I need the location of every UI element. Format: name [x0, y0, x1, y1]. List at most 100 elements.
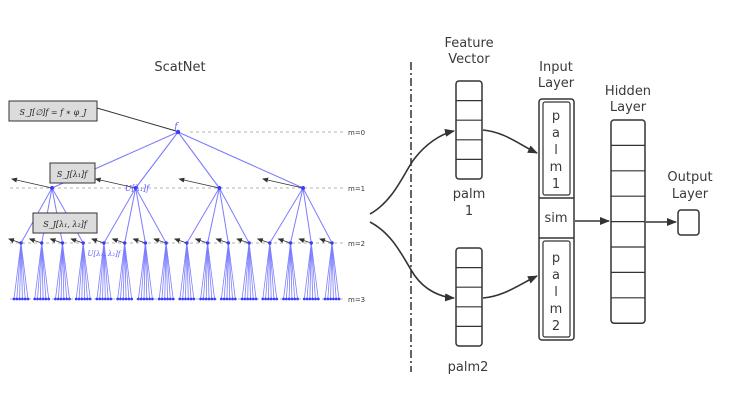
box-frame [32, 212, 98, 234]
tree-edge [248, 242, 251, 300]
tree-node-m2 [143, 241, 148, 245]
tree-node-m3 [106, 297, 110, 301]
tree-node-m3 [65, 297, 69, 301]
tree-node-m2 [60, 241, 65, 245]
output-arrow [8, 238, 22, 244]
input-letter: l [554, 143, 558, 158]
tree-node-m3 [18, 297, 21, 301]
tree-node-m3 [38, 297, 42, 301]
tree-edge [179, 242, 188, 300]
tree-edge [331, 242, 337, 300]
arrow-scatnet-to-palm2 [369, 221, 455, 302]
tree-edge [248, 242, 257, 300]
tree-edge [135, 131, 179, 189]
tree-node-m2 [40, 241, 44, 245]
tree-node-m2 [330, 241, 334, 245]
tree-node-m2 [102, 241, 106, 245]
tree-edge [218, 187, 250, 244]
tree-node-m2 [226, 241, 231, 245]
tree-node-m3 [139, 297, 143, 301]
tree-edge [165, 242, 168, 300]
tree-edge [135, 187, 167, 244]
tree-edge [290, 242, 296, 300]
tree-edge [82, 242, 91, 300]
tree-node-m3 [334, 297, 338, 301]
tree-node-m3 [168, 297, 172, 301]
output-layer-title-line1: Output [667, 170, 712, 185]
tree-edge [138, 242, 146, 300]
box-text: S_J[λ₁, λ₂]f [43, 220, 89, 229]
tree-node-m3 [119, 297, 122, 301]
tree-node-m3 [23, 297, 27, 301]
tree-edge [324, 242, 333, 300]
tree-node-m3 [231, 297, 234, 301]
tree-node-m3 [47, 297, 51, 301]
input-letter: p [552, 109, 560, 124]
output-arrow [28, 238, 42, 244]
tree-edge [145, 242, 153, 300]
tree-edge [103, 242, 109, 300]
network-panel: Feature Vector Input Layer Hidden Layer … [369, 36, 713, 375]
tree-edge [177, 131, 304, 189]
tree-node-m3 [21, 297, 24, 301]
tree-edge [20, 242, 29, 300]
output-arrow [173, 238, 187, 244]
tree-node-m2 [19, 241, 23, 245]
tree-node-m3 [202, 297, 205, 301]
tree-node-m3 [192, 297, 196, 301]
tree-edge [220, 242, 229, 300]
tree-node-m3 [225, 297, 229, 301]
tree-edge [269, 242, 275, 300]
tree-node-m2 [288, 241, 293, 245]
tree-edge [223, 242, 229, 300]
tree-edge [247, 242, 250, 300]
tree-edge [158, 242, 167, 300]
tree-edge [186, 242, 195, 300]
tree-node-m3 [326, 297, 330, 301]
tree-edge [165, 242, 174, 300]
output-arrow [319, 238, 333, 244]
tree-node-m3 [302, 297, 306, 301]
tree-node-m3 [157, 297, 161, 301]
tree-node-m3 [33, 297, 37, 301]
tree-node-m3 [290, 297, 294, 301]
input-sim-label: sim [544, 211, 567, 226]
input-letter: 2 [552, 319, 560, 334]
tree-node-m3 [130, 297, 134, 301]
input-letter: 1 [552, 177, 560, 192]
input-layer: p a l m 1 sim p a l m 2 [538, 98, 575, 341]
tree-edge [82, 242, 85, 300]
tree-node-m3 [166, 297, 169, 301]
tree-node-m3 [243, 297, 247, 301]
tree-edge [124, 187, 137, 244]
box-frame [49, 162, 96, 184]
tree-edge [290, 242, 298, 300]
input-letter: p [552, 251, 560, 266]
tree-edge [207, 242, 215, 300]
output-box-s-phi: S_J[∅]f = f ∗ φ_J [8, 100, 177, 132]
tree-node-m3 [36, 297, 39, 301]
feature-vector-palm2 [455, 247, 483, 347]
tree-edge [244, 242, 250, 300]
tree-node-m3 [41, 297, 45, 301]
tree-node-m3 [127, 297, 131, 301]
tree-node-m3 [26, 297, 30, 301]
tree-edge [177, 131, 220, 189]
tree-node-m3 [219, 297, 223, 301]
feature-vector-palm2-frame [455, 247, 483, 347]
output-arrow [49, 238, 63, 244]
tree-edge [99, 242, 105, 300]
tree-edge [331, 242, 340, 300]
tree-node-m3 [62, 297, 66, 301]
tree-node-m1 [301, 186, 305, 190]
tree-node-m3 [171, 297, 175, 301]
tree-node-m2 [268, 241, 272, 245]
tree-edge [290, 187, 304, 244]
tree-node-m3 [77, 297, 81, 301]
tree-edge [227, 242, 231, 300]
level-label-m2: m=2 [348, 240, 365, 248]
output-arrow [256, 238, 270, 244]
output-layer-title-line2: Layer [672, 187, 709, 202]
tree-edge [290, 242, 293, 300]
input-segment-palm2 [542, 240, 571, 338]
